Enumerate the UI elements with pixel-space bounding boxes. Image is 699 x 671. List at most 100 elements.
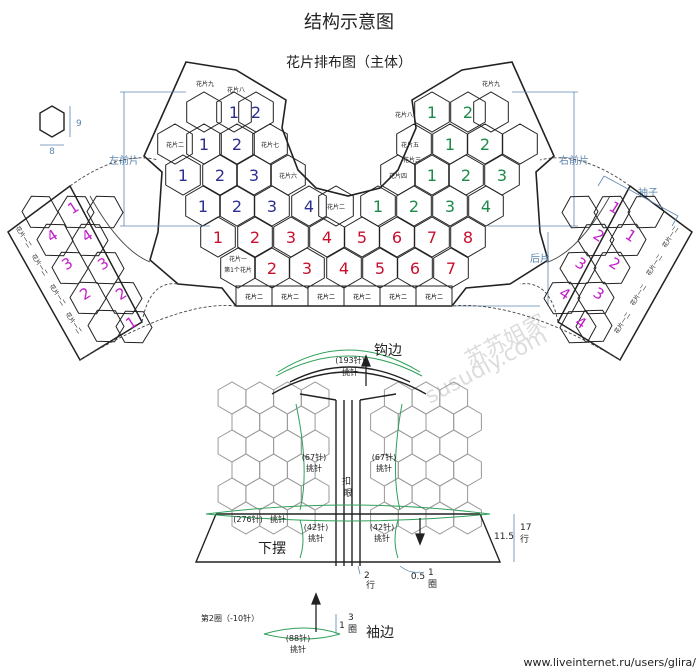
bk-n5: 5: [357, 228, 367, 247]
bk-n6: 6: [392, 228, 402, 247]
body-bottom-band: 花片二花片二花片二花片二花片二花片二: [235, 285, 453, 307]
body-hex: [318, 185, 354, 227]
bk-n12: 5: [375, 259, 385, 278]
body-hex: [450, 91, 486, 133]
dim-back: 后片: [530, 252, 550, 265]
ls-n8: 1: [122, 313, 140, 333]
assembly-hex: [273, 429, 302, 463]
right-front-numbers: 1 2 1 2 1 2 3 1 2 3 4: [373, 103, 507, 216]
sleeve-hex: [593, 195, 631, 229]
assembly-hex: [259, 453, 288, 487]
assembly-hex: [453, 453, 482, 487]
bottom-rows-1: 2: [364, 571, 370, 581]
label-l7: 花片七: [261, 141, 279, 149]
left-count: (67针): [302, 452, 326, 462]
assembly-hex: [411, 477, 441, 511]
body-hex: [360, 185, 396, 227]
assembly-hex: [245, 381, 275, 415]
rf-n6: 2: [461, 166, 471, 185]
rf-n1: 1: [427, 103, 437, 122]
rs-n2: 2: [590, 226, 608, 246]
sleeve-hex: [543, 281, 581, 315]
body-hex-grid: [157, 91, 538, 289]
sleeve-hex: [87, 309, 125, 343]
body-hex: [254, 185, 290, 227]
bk-n4: 4: [322, 228, 332, 247]
sleeve-hex: [575, 309, 613, 343]
rf-n7: 3: [497, 166, 507, 185]
button-band-label: 扣 眼: [342, 475, 354, 499]
lf-n2: 2: [251, 103, 261, 122]
back-numbers: 1 2 3 4 5 6 7 8 2 3 4 5 6 7: [213, 228, 473, 278]
hem-side-left-pick: 挑针: [308, 533, 324, 543]
band-cell-label: 花片二: [317, 293, 335, 301]
body-hex: [414, 216, 450, 258]
cuff-rows-1: 3: [348, 613, 354, 623]
bottom-edge-rows-1: 1: [428, 568, 434, 578]
assembly-hex: [259, 405, 288, 439]
bk-n8: 8: [463, 228, 473, 247]
assembly-hex: [397, 453, 427, 487]
sleeve-hex: [627, 195, 665, 229]
motif-labels: 花片九 花片八 花片七 花片六 花片二 花片二 花片一 第1个花片 花片九 花片…: [166, 80, 500, 274]
assembly-hex: [273, 477, 302, 511]
assembly-hex: [231, 405, 261, 439]
sleeve-hex: [115, 310, 153, 344]
body-hex: [165, 154, 201, 196]
rs-n1: 1: [606, 198, 624, 218]
sleeve-hex: [593, 251, 631, 285]
bk-n13: 6: [410, 259, 420, 278]
body-hex: [219, 123, 255, 165]
lf-n3: 1: [199, 135, 209, 154]
band-cell-label: 花片二: [389, 293, 407, 301]
diagram-title: 结构示意图: [304, 12, 394, 33]
sleeve-hex: [609, 223, 647, 257]
band-cell-label: 花片二: [425, 293, 443, 301]
footer-url: www.liveinternet.ru/users/glira/: [523, 656, 696, 669]
right-sleeve: 1 2 1 3 2 3 4 4 花片一二 花片一二 花片一二 花片一二: [543, 184, 693, 362]
hem-title: 下摆: [258, 541, 286, 557]
sleeve-hex: [57, 195, 95, 229]
rs-n3: 1: [622, 226, 640, 246]
seam-curves-solid: [89, 195, 611, 263]
bk-n11: 4: [339, 259, 349, 278]
left-front-numbers: 1 2 1 2 1 2 3 1 2 3 4: [178, 103, 314, 216]
seam-curves: [69, 157, 631, 361]
rf-n4: 2: [480, 135, 490, 154]
label-r8: 花片八: [395, 111, 413, 119]
bk-n3: 3: [286, 228, 296, 247]
sleeve-hex: [21, 195, 59, 229]
rf-n10: 3: [445, 197, 455, 216]
bottom-edge-rows-2: 圈: [428, 579, 437, 590]
label-r5: 花片五: [401, 141, 419, 149]
stitch-bands: [205, 349, 491, 640]
bottom-edge: 0.5: [411, 572, 425, 582]
rf-n2: 2: [463, 103, 473, 122]
ls-n1: 1: [64, 198, 82, 218]
assembly-hex: [286, 501, 316, 535]
left-pick: 挑针: [306, 463, 322, 473]
ls-n4: 3: [58, 254, 76, 274]
rs-n5: 2: [606, 254, 624, 274]
rs-band-1: 花片一二: [660, 225, 680, 249]
assembly-hex: [217, 477, 247, 511]
cuff-pick: 挑针: [290, 644, 306, 654]
bk-n9: 2: [267, 259, 277, 278]
body-hex: [433, 247, 469, 289]
assembly-outline: [194, 366, 502, 566]
legend-width: 8: [49, 147, 55, 157]
body-hex: [414, 91, 450, 133]
assembly-hex: [425, 453, 455, 487]
dim-left-front: 左前片: [109, 154, 139, 167]
assembly-hex: [245, 429, 275, 463]
assembly-dims: [335, 514, 515, 634]
body-hex: [397, 247, 433, 289]
assembly-hex: [383, 477, 413, 511]
assembly-hex: [411, 429, 441, 463]
body-hex: [157, 123, 193, 165]
label-r9: 花片九: [482, 80, 500, 88]
assembly-hex: [439, 477, 469, 511]
body-hex: [450, 216, 486, 258]
assembly-hex: [217, 429, 247, 463]
